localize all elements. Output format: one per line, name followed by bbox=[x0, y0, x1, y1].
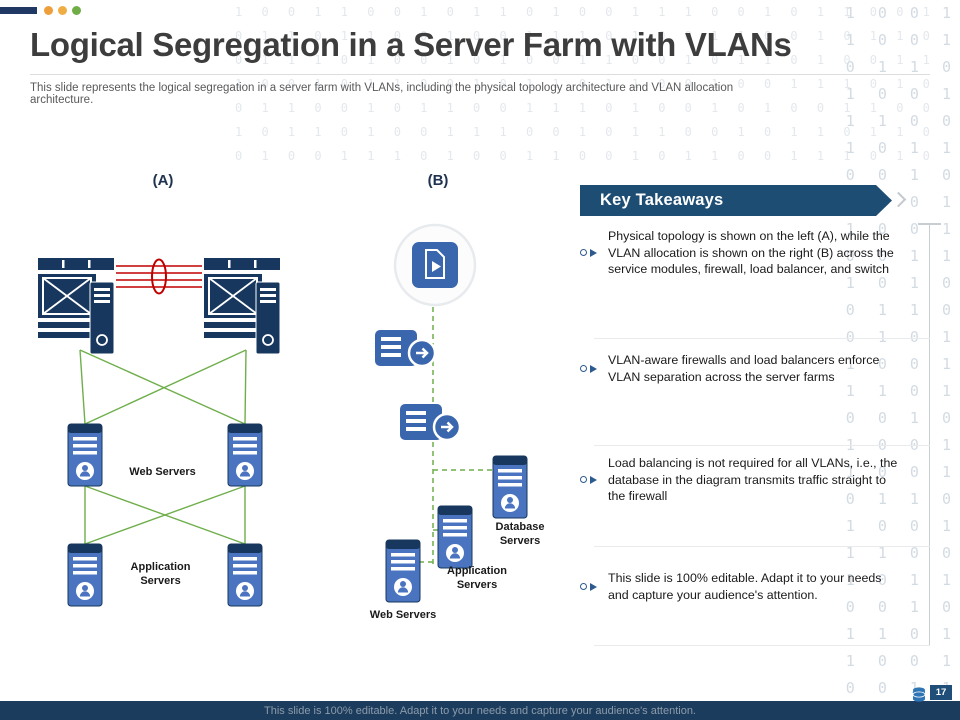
bullet-arrow-icon bbox=[590, 364, 597, 373]
bullet-marker-icon bbox=[580, 475, 597, 484]
accent-dot-green bbox=[72, 6, 81, 15]
trunk-loop-icon bbox=[151, 258, 167, 295]
bullet-circle-icon bbox=[580, 583, 587, 590]
title-divider bbox=[30, 74, 930, 75]
bullet-marker-icon bbox=[580, 364, 597, 373]
accent-dot-orange bbox=[44, 6, 53, 15]
bullet-circle-icon bbox=[580, 476, 587, 484]
takeaway-text: VLAN-aware firewalls and load balancers … bbox=[608, 353, 880, 384]
footer-bar: This slide is 100% editable. Adapt it to… bbox=[0, 701, 960, 720]
switch-left-icon bbox=[37, 257, 115, 355]
diagram-b-web-servers-label: Web Servers bbox=[369, 609, 437, 621]
web-server-a-right-icon bbox=[227, 423, 263, 487]
key-takeaways-title: Key Takeaways bbox=[600, 191, 724, 209]
firewall-load-balancer-icon-1 bbox=[373, 328, 437, 368]
page-number-badge: 17 bbox=[930, 685, 952, 700]
bullet-marker-icon bbox=[580, 582, 597, 591]
bullet-marker-icon bbox=[580, 248, 597, 257]
database-server-b-icon bbox=[492, 455, 528, 519]
bullet-arrow-icon bbox=[590, 582, 597, 591]
takeaway-separator bbox=[594, 645, 930, 646]
accent-dot-amber bbox=[58, 6, 67, 15]
footer-text: This slide is 100% editable. Adapt it to… bbox=[264, 705, 696, 717]
takeaway-text: Physical topology is shown on the left (… bbox=[608, 229, 894, 276]
takeaway-item: Physical topology is shown on the left (… bbox=[580, 228, 920, 278]
app-server-a-right-icon bbox=[227, 543, 263, 607]
diagram-b-label: (B) bbox=[427, 172, 449, 189]
web-server-a-left-icon bbox=[67, 423, 103, 487]
bullet-arrow-icon bbox=[590, 248, 597, 257]
key-takeaways-banner: Key Takeaways bbox=[580, 185, 892, 216]
bullet-circle-icon bbox=[580, 365, 587, 372]
takeaway-separator bbox=[594, 338, 930, 339]
takeaway-item: Load balancing is not required for all V… bbox=[580, 455, 920, 505]
takeaways-ruler-line bbox=[929, 224, 930, 646]
firewall-load-balancer-icon-2 bbox=[398, 402, 462, 442]
trunk-links bbox=[116, 258, 202, 295]
takeaway-text: Load balancing is not required for all V… bbox=[608, 456, 898, 503]
takeaway-text: This slide is 100% editable. Adapt it to… bbox=[608, 571, 882, 602]
diagram-a-web-servers-label: Web Servers bbox=[129, 466, 196, 478]
app-server-b-icon bbox=[437, 505, 473, 569]
app-server-a-left-icon bbox=[67, 543, 103, 607]
accent-bar bbox=[0, 7, 37, 14]
takeaway-item: VLAN-aware firewalls and load balancers … bbox=[580, 352, 920, 385]
bullet-arrow-icon bbox=[590, 475, 597, 484]
banner-chevron-icon bbox=[890, 191, 907, 208]
slide-subtitle: This slide represents the logical segreg… bbox=[30, 82, 734, 106]
web-server-b-icon bbox=[385, 539, 421, 603]
diagram-a-label: (A) bbox=[152, 172, 174, 189]
takeaway-separator bbox=[594, 546, 930, 547]
bullet-circle-icon bbox=[580, 249, 587, 257]
takeaway-item: This slide is 100% editable. Adapt it to… bbox=[580, 570, 920, 603]
takeaway-separator bbox=[594, 445, 930, 446]
database-icon bbox=[912, 687, 926, 702]
switch-right-icon bbox=[203, 257, 281, 355]
service-module-icon bbox=[393, 223, 477, 307]
diagram-b-database-servers-label: Database Servers bbox=[495, 521, 545, 547]
page-title: Logical Segregation in a Server Farm wit… bbox=[30, 26, 792, 63]
network-diagram-graphics bbox=[37, 223, 528, 607]
diagram-a-application-servers-label: Application Servers bbox=[130, 561, 191, 587]
diagram-b-application-servers-label: Application Servers bbox=[447, 565, 507, 591]
access-links bbox=[79, 349, 247, 545]
